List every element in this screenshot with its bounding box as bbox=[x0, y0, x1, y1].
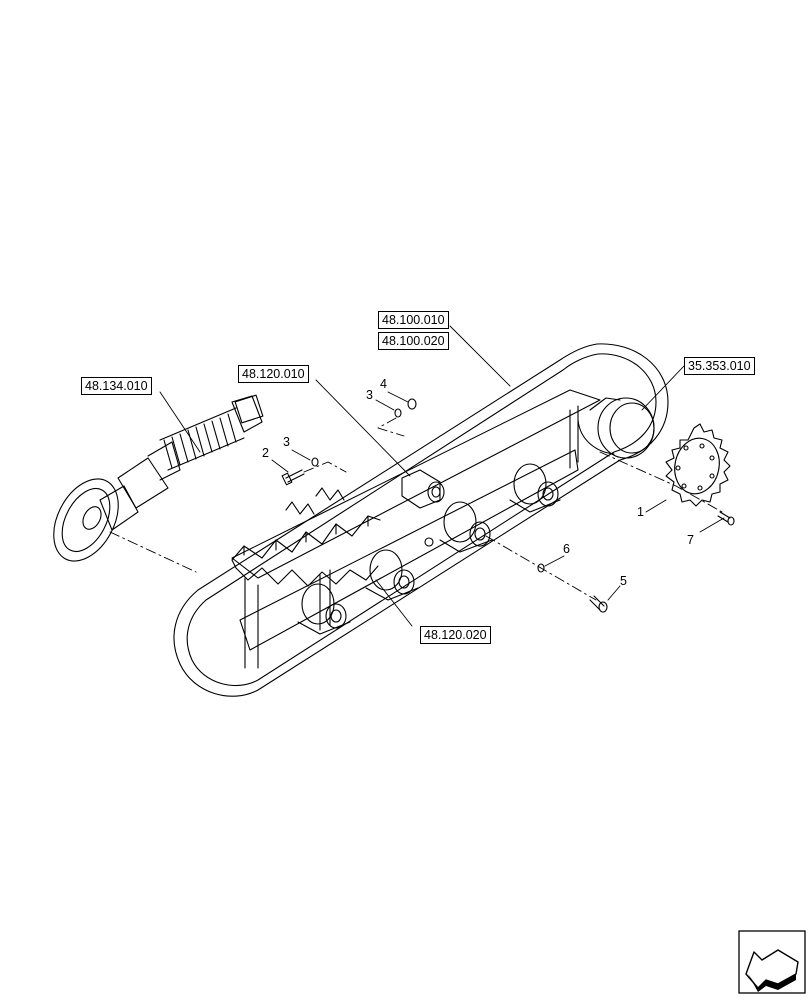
leader-lines bbox=[159, 325, 725, 627]
callout-bolt-lower: 5 bbox=[620, 574, 627, 588]
idler-assembly bbox=[53, 394, 264, 562]
ref-label-track-frame-1[interactable]: 48.100.010 bbox=[378, 311, 449, 329]
drive-motor bbox=[577, 397, 655, 459]
callout-nut-top: 4 bbox=[380, 377, 387, 391]
callout-sprocket-bolt: 7 bbox=[687, 533, 694, 547]
hardware bbox=[281, 398, 735, 613]
callout-washer-top: 3 bbox=[366, 388, 373, 402]
bottom-rollers bbox=[297, 463, 561, 635]
callout-washer-upper: 3 bbox=[283, 435, 290, 449]
ref-label-bottom-roller[interactable]: 48.120.020 bbox=[420, 626, 491, 644]
ref-label-drive-motor[interactable]: 35.353.010 bbox=[684, 357, 755, 375]
top-roller bbox=[401, 469, 445, 509]
page-arrow-icon[interactable] bbox=[738, 930, 806, 994]
track-frame bbox=[173, 343, 669, 697]
sprocket bbox=[665, 423, 731, 507]
ref-label-top-roller[interactable]: 48.120.010 bbox=[238, 365, 309, 383]
callout-bolt-upper: 2 bbox=[262, 446, 269, 460]
ref-label-idler[interactable]: 48.134.010 bbox=[81, 377, 152, 395]
ref-label-track-frame-2[interactable]: 48.100.020 bbox=[378, 332, 449, 350]
assembly-lines bbox=[109, 417, 723, 601]
track-pads bbox=[231, 487, 381, 587]
callout-sprocket: 1 bbox=[637, 505, 644, 519]
callout-washer-lower: 6 bbox=[563, 542, 570, 556]
